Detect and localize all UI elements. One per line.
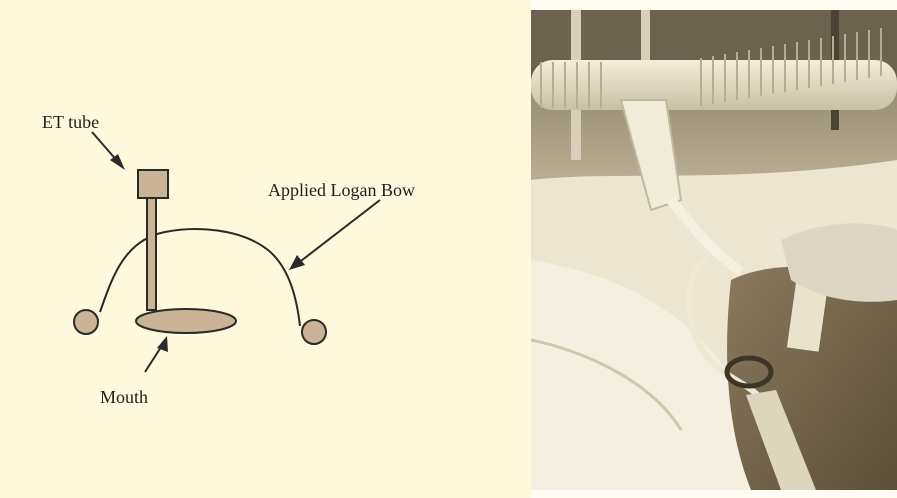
et-tube-connector [138, 170, 168, 198]
mouth-shape [136, 309, 236, 333]
patient-photo-illustration [531, 10, 897, 490]
patient-photo [531, 10, 897, 490]
mouth-label: Mouth [100, 388, 148, 406]
logan-bow-right-pad [302, 320, 326, 344]
logan-bow-left-pad [74, 310, 98, 334]
et-tube-shaft [147, 196, 156, 310]
logan-bow-arrow [297, 200, 380, 264]
logan-bow-arrowhead [289, 255, 305, 270]
et-tube-label: ET tube [42, 113, 99, 131]
logan-bow-label: Applied Logan Bow [268, 181, 415, 199]
diagram-drawing [0, 0, 531, 498]
schematic-diagram: ET tube Applied Logan Bow Mouth [0, 0, 531, 498]
